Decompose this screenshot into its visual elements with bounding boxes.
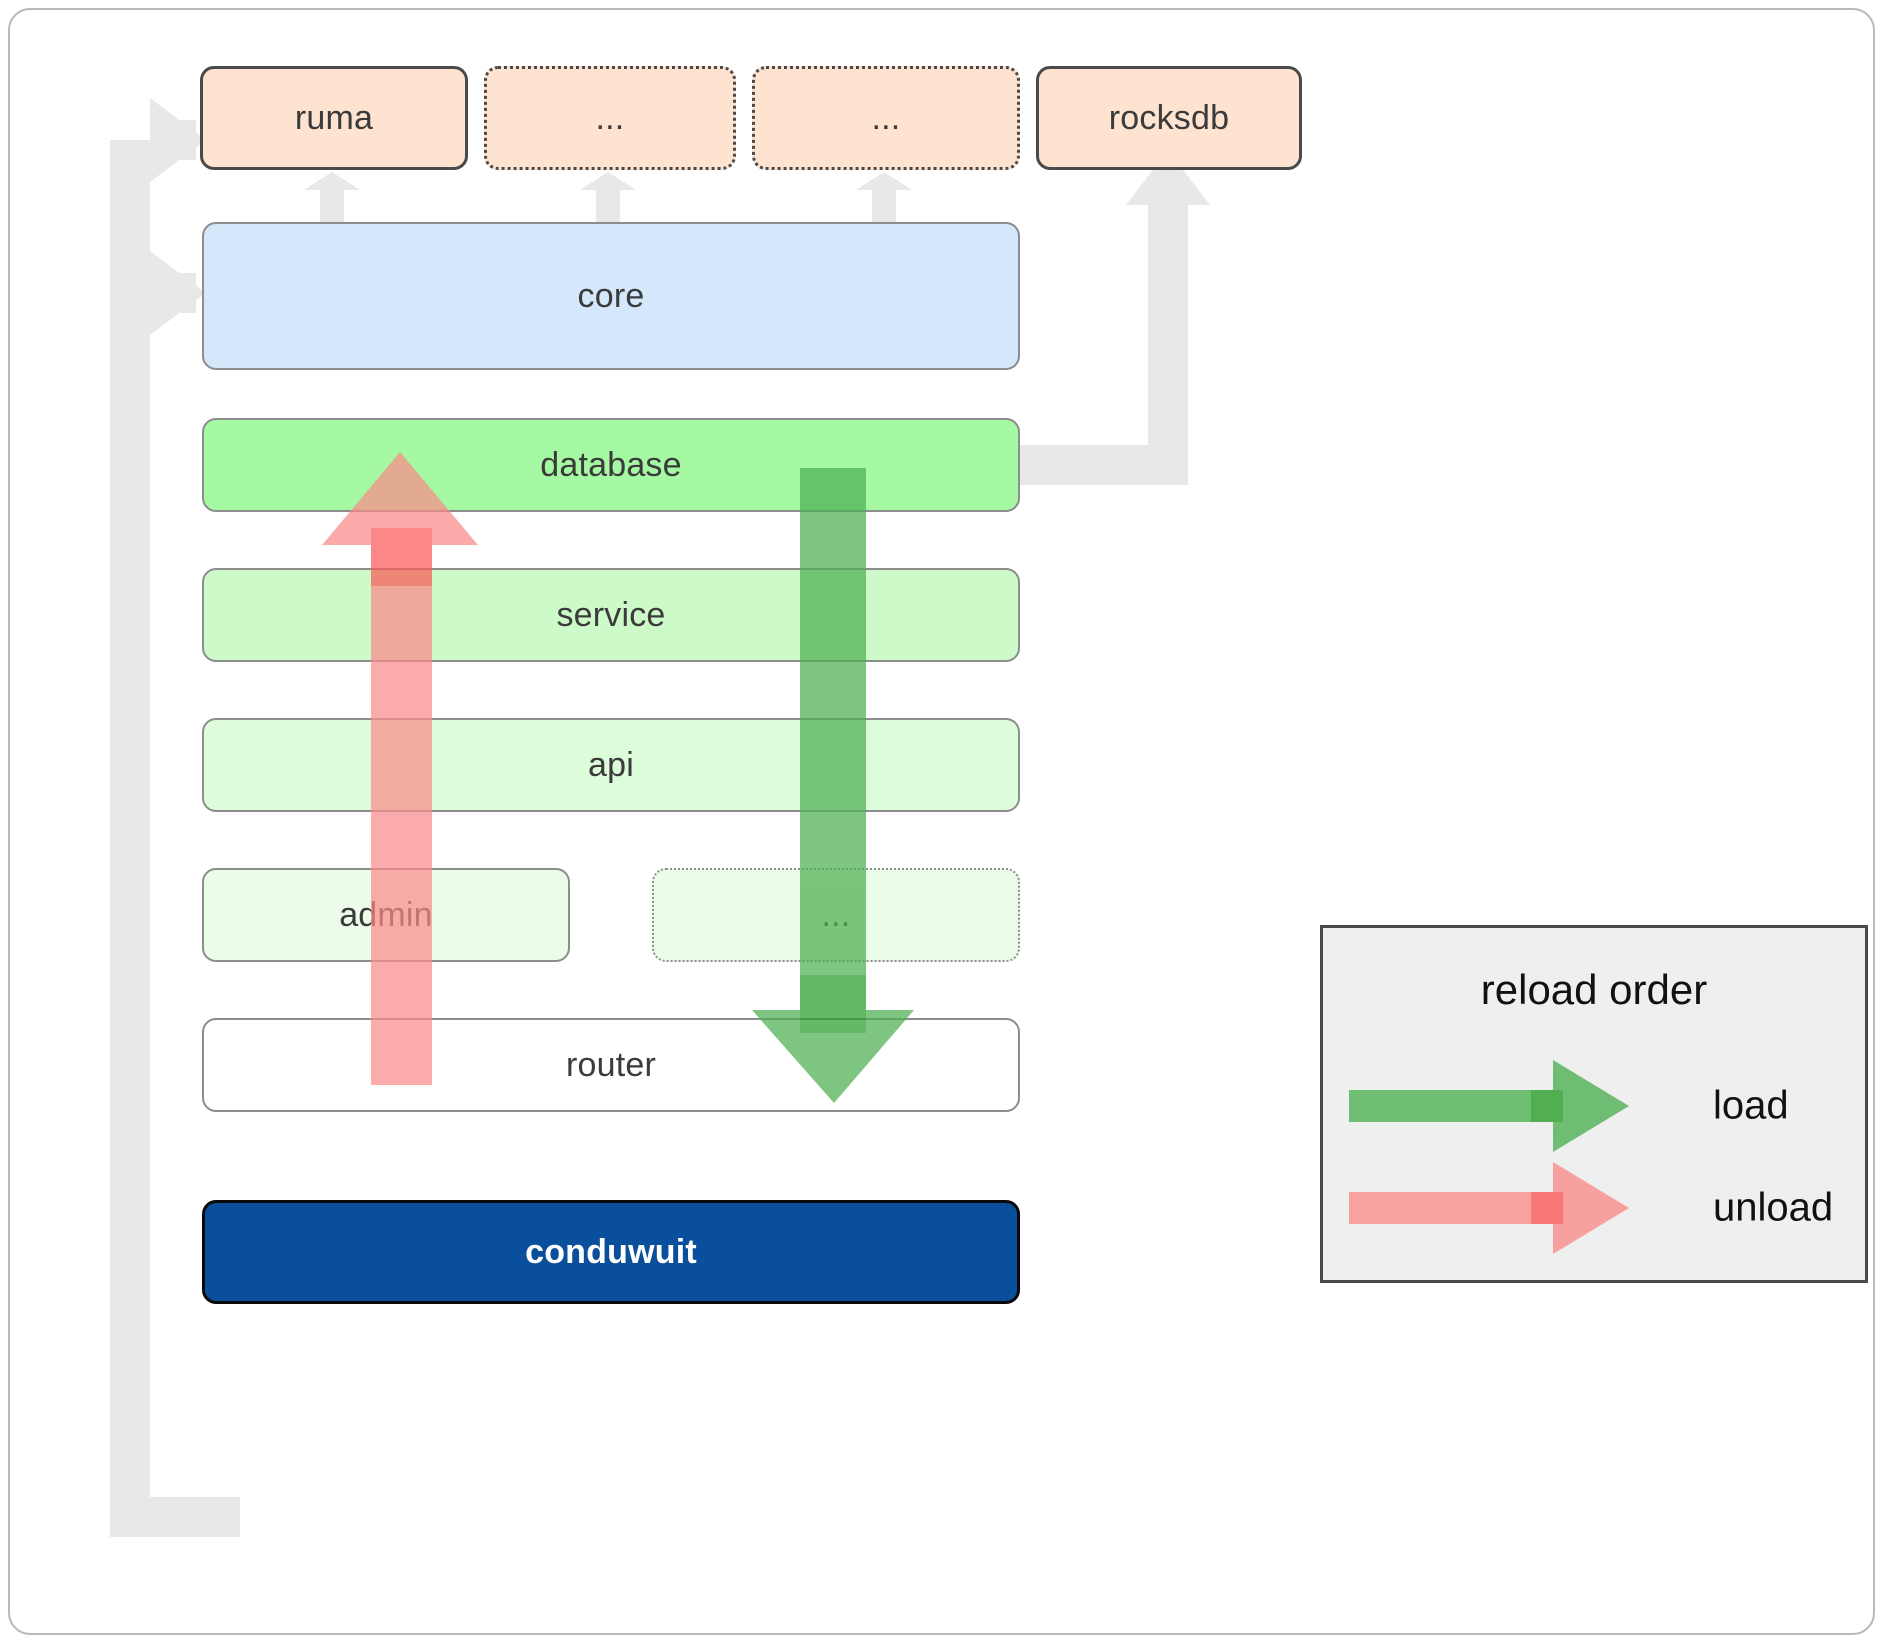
legend-unload-arrow-icon: [1349, 1162, 1629, 1254]
legend-label-unload: unload: [1713, 1185, 1834, 1230]
dep-box-rocksdb[interactable]: rocksdb: [1036, 66, 1302, 170]
crate-label-api: api: [588, 745, 634, 784]
legend-row-unload: unload: [1341, 1162, 1853, 1254]
crate-box-api[interactable]: api: [202, 718, 1020, 812]
crate-label-admin: admin: [339, 895, 433, 934]
core-label: core: [577, 276, 645, 315]
dep-label-ruma: ruma: [294, 98, 374, 137]
legend-title: reload order: [1480, 966, 1708, 1013]
dep-label-ellipsis-1: ...: [595, 98, 625, 137]
crate-label-service: service: [556, 595, 666, 634]
dep-box-ellipsis-2[interactable]: ...: [752, 66, 1020, 170]
dep-box-ruma[interactable]: ruma: [200, 66, 468, 170]
crate-box-ellipsis[interactable]: ...: [652, 868, 1020, 962]
crate-box-service[interactable]: service: [202, 568, 1020, 662]
crate-box-database[interactable]: database: [202, 418, 1020, 512]
binary-label-conduwuit: conduwuit: [525, 1232, 697, 1271]
legend-load-arrow-icon: [1349, 1060, 1629, 1152]
crate-box-admin[interactable]: admin: [202, 868, 570, 962]
crate-label-router: router: [565, 1045, 657, 1084]
dep-label-rocksdb: rocksdb: [1108, 98, 1230, 137]
legend-label-load: load: [1713, 1083, 1789, 1128]
crate-label-database: database: [540, 445, 682, 484]
crate-box-router[interactable]: router: [202, 1018, 1020, 1112]
legend-row-load: load: [1341, 1060, 1853, 1152]
legend-panel: reload order load unload: [1320, 925, 1868, 1283]
core-box[interactable]: core: [202, 222, 1020, 370]
crate-label-ellipsis: ...: [821, 895, 851, 934]
dep-box-ellipsis-1[interactable]: ...: [484, 66, 736, 170]
dep-label-ellipsis-2: ...: [871, 98, 901, 137]
binary-box-conduwuit[interactable]: conduwuit: [202, 1200, 1020, 1304]
